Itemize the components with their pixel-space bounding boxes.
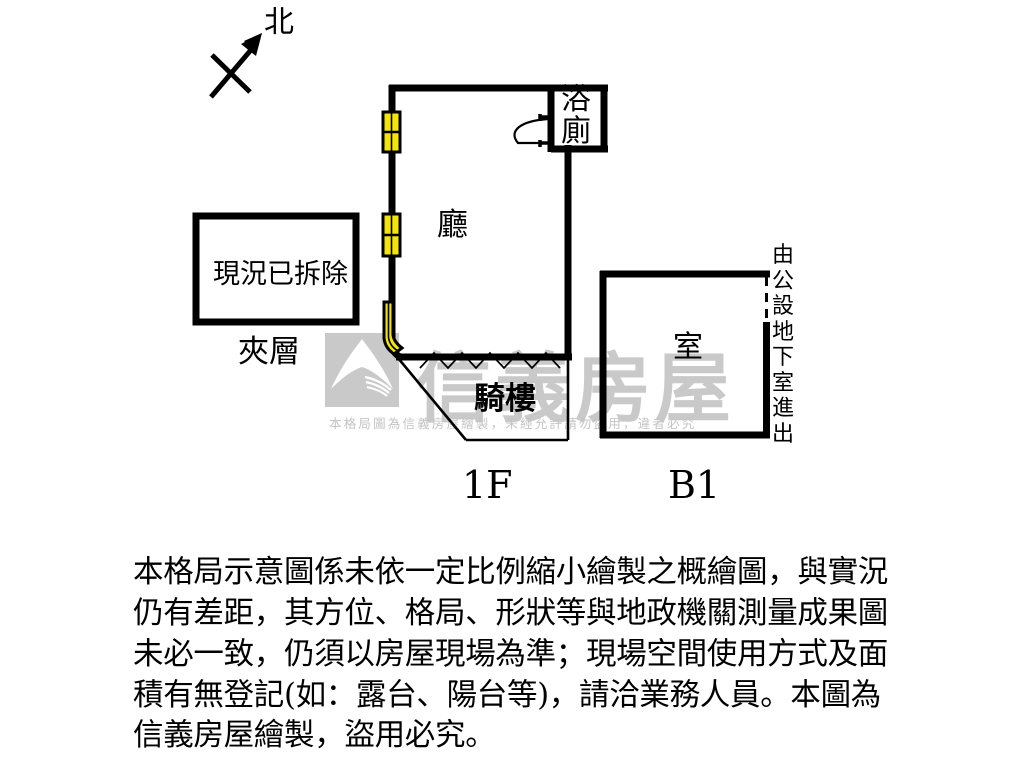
room-label-arcade: 騎樓 [474,381,536,417]
window-lower [382,300,405,356]
demolished-label: 現況已拆除 [213,259,348,290]
room-label-hall: 廳 [437,207,468,243]
floor-label-b1: B1 [668,463,721,507]
bathroom-door [513,114,554,147]
arcade-edge-diagonal [396,357,468,441]
demolished-area-box [192,212,360,326]
arcade-zigzag [419,351,561,370]
floor-label-1f: 1F [462,463,513,507]
b1-entry-note: 由公設地下室進出 [771,243,794,447]
mezzanine-label: 夾層 [238,334,300,370]
window-middle [381,212,402,258]
window-upper [381,110,402,154]
north-label: 北 [264,5,294,40]
disclaimer-text: 本格局示意圖係未依一定比例縮小繪製之概繪圖，與實況仍有差距，其方位、格局、形狀等… [133,555,888,754]
room-label-bathroom: 浴廁 [561,82,591,149]
room-label-b1: 室 [673,330,703,365]
north-arrow-icon [209,33,262,99]
